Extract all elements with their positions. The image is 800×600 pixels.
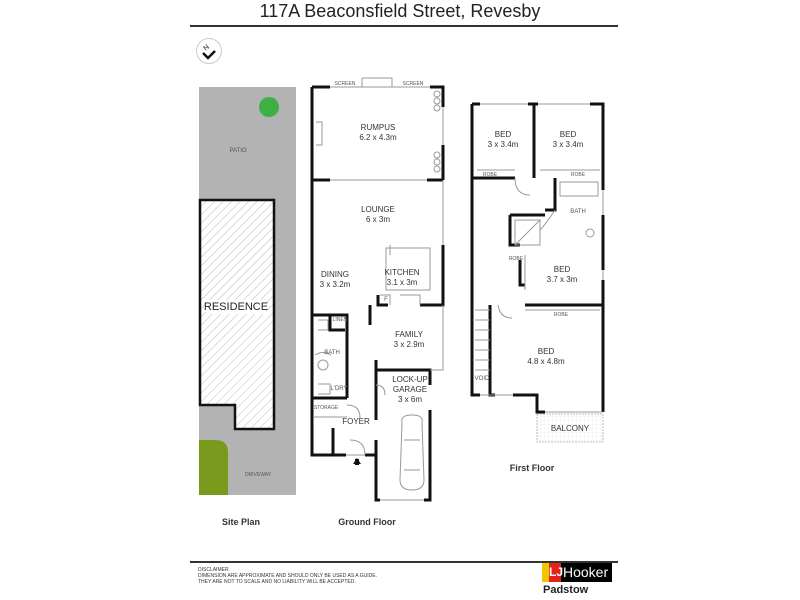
- room-foyer: FOYER: [342, 417, 370, 426]
- label-laundry: L'DRY: [330, 386, 348, 392]
- ground-floor-caption: Ground Floor: [338, 517, 396, 527]
- label-linen: LINEN: [332, 317, 348, 323]
- room-name: BED: [537, 347, 555, 356]
- room-name: RUMPUS: [360, 123, 396, 132]
- room-size: 3 x 2.9m: [393, 340, 425, 349]
- first-floor-caption: First Floor: [509, 463, 555, 473]
- room-name: LOUNGE: [361, 205, 395, 214]
- label-void: VOID: [474, 376, 490, 382]
- room-name: DINING: [321, 270, 349, 279]
- footer-divider: [190, 561, 618, 563]
- label-robe-3: ROBE: [508, 256, 524, 262]
- room-size: 3 x 3.4m: [552, 140, 584, 149]
- page-title: 117A Beaconsfield Street, Revesby: [259, 1, 541, 21]
- header-divider: [190, 25, 618, 27]
- north-arrow-icon: N: [196, 38, 222, 64]
- label-bath: BATH: [324, 350, 340, 356]
- room-name: LOCK-UP: [392, 375, 428, 384]
- room-name: GARAGE: [392, 385, 428, 394]
- label-patio: PATIO: [229, 148, 247, 154]
- room-name: FAMILY: [395, 330, 423, 339]
- label-robe-4: ROBE: [553, 312, 569, 318]
- room-size: 3 x 3.2m: [319, 280, 351, 289]
- disclaimer-line-1: DIMENSION ARE APPROXIMATE AND SHOULD ONL…: [198, 573, 377, 579]
- label-robe-1: ROBE: [482, 172, 498, 178]
- brand-logo-mark: LJ: [549, 563, 563, 582]
- label-fridge: F: [384, 297, 388, 303]
- room-size: 3 x 6m: [397, 395, 422, 404]
- label-storage: STORAGE: [313, 405, 339, 411]
- brand-logo-stripe: [542, 563, 551, 582]
- disclaimer: DISCLAIMER DIMENSION ARE APPROXIMATE AND…: [198, 567, 377, 585]
- label-screen-right: SCREEN: [402, 81, 424, 87]
- svg-text:N: N: [203, 44, 211, 53]
- room-name: BED: [553, 265, 571, 274]
- room-size: 6.2 x 4.3m: [359, 133, 397, 142]
- room-size: 6 x 3m: [365, 215, 391, 224]
- label-screen-left: SCREEN: [334, 81, 356, 87]
- room-name: KITCHEN: [384, 268, 420, 277]
- room-size: 3.1 x 3m: [386, 278, 418, 287]
- site-plan-caption: Site Plan: [221, 517, 261, 527]
- room-size: 4.8 x 4.8m: [527, 357, 565, 366]
- label-balcony: BALCONY: [550, 424, 590, 433]
- label-residence: RESIDENCE: [203, 301, 269, 313]
- label-robe-2: ROBE: [570, 172, 586, 178]
- room-size: 3.7 x 3m: [546, 275, 578, 284]
- brand-office: Padstow: [543, 584, 589, 596]
- label-driveway: DRIVEWAY: [244, 472, 272, 478]
- room-name: BED: [494, 130, 512, 139]
- brand-logo-name: Hooker: [563, 564, 609, 580]
- disclaimer-title: DISCLAIMER: [198, 567, 229, 573]
- label-bath-first: BATH: [570, 209, 586, 215]
- room-size: 3 x 3.4m: [487, 140, 519, 149]
- disclaimer-line-2: THEY ARE NOT TO SCALE AND NO LIABILITY W…: [198, 579, 356, 585]
- room-name: BED: [559, 130, 577, 139]
